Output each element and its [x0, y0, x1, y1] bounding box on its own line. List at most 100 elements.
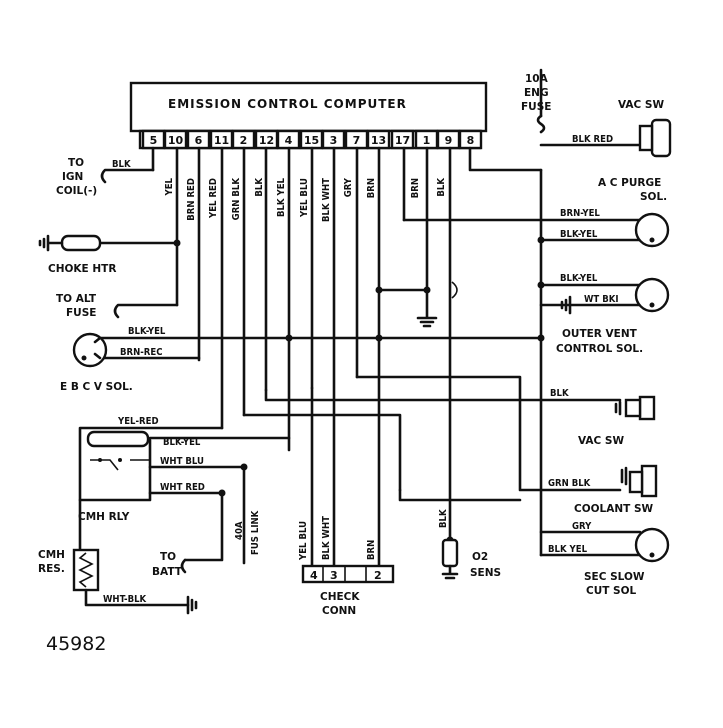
cmh-res-2: RES.	[38, 563, 65, 575]
choke-htr-label: CHOKE HTR	[48, 263, 116, 275]
cmh-relay: YEL-RED BLK-YEL WHT BLU WHT RED CMH RLY …	[78, 416, 291, 565]
wire-label-blk-yel-purge: BLK-YEL	[560, 229, 598, 240]
fuse-label-2: ENG	[524, 87, 549, 99]
wire-label-brn: BRN	[366, 178, 377, 198]
wire-label-o2-blk: BLK	[438, 509, 449, 528]
wire-label-grn-blk: GRN BLK	[231, 178, 242, 221]
wire-label-yel-red-rly: YEL-RED	[117, 416, 159, 427]
wire-label-yel: YEL	[164, 177, 175, 196]
wire-label-wt-bki: WT BKI	[584, 294, 619, 305]
outer-vent-1: OUTER VENT	[562, 328, 638, 340]
ac-purge-solenoid: BRN-YEL BLK-YEL A C PURGE SOL.	[560, 177, 670, 248]
pin-label-12: 12	[259, 134, 274, 147]
wire-label-yel-blu: YEL BLU	[299, 178, 310, 218]
alt-fuse-connection: TO ALT FUSE	[56, 293, 179, 319]
wire-label-blk-yel-vent: BLK-YEL	[560, 273, 598, 284]
vertical-wire-labels: YEL BRN RED YEL RED GRN BLK BLK BLK YEL …	[164, 177, 447, 222]
wire-label-blk-yel: BLK YEL	[276, 177, 287, 217]
vac-switch-mid: BLK VAC SW	[550, 388, 656, 447]
wire-label-blk: BLK	[254, 178, 265, 197]
coolant-sw-label: COOLANT SW	[574, 503, 654, 515]
ac-purge-1: A C PURGE	[598, 177, 661, 189]
wire-label-grn-blk-cool: GRN BLK	[548, 478, 591, 489]
cc-wire-blk-wht: BLK WHT	[321, 516, 332, 560]
to-alt-1: TO ALT	[56, 293, 97, 305]
to-batt-1: TO	[160, 551, 176, 563]
cc-wire-yel-blu: YEL BLU	[298, 521, 309, 561]
ebcv-label: E B C V SOL.	[60, 381, 133, 393]
eng-fuse: 10A ENG FUSE	[521, 68, 551, 134]
pin-label-1: 1	[423, 134, 431, 147]
fus-link-label: FUS LINK	[250, 510, 261, 555]
sec-slow-cut-solenoid: GRY BLK YEL SEC SLOW CUT SOL	[548, 521, 670, 597]
wire-label-blk-red: BLK RED	[572, 134, 613, 145]
wire-label-wht-blu: WHT BLU	[160, 456, 204, 467]
ac-purge-2: SOL.	[640, 191, 667, 203]
pin-label-8: 8	[467, 134, 475, 147]
wire-label-blk-yel-ebcv: BLK-YEL	[128, 326, 166, 337]
sec-slow-1: SEC SLOW	[584, 571, 645, 583]
wire-label-blk-yel-sec: BLK YEL	[548, 544, 588, 555]
wire-label-blk-yel-rly: BLK-YEL	[163, 437, 201, 448]
sec-slow-2: CUT SOL	[586, 585, 637, 597]
pin-label-17: 17	[395, 134, 410, 147]
check-connector: 4 3 2 YEL BLU BLK WHT BRN CHECK CONN	[298, 516, 395, 617]
battery-connection: TO BATT	[152, 551, 187, 578]
to-ign-2: IGN	[62, 171, 83, 183]
right-wire-runs	[242, 168, 642, 557]
pin-label-15: 15	[304, 134, 319, 147]
pin-label-2: 2	[240, 134, 248, 147]
to-ign-3: COIL(-)	[56, 185, 97, 197]
pin-label-13: 13	[371, 134, 386, 147]
outer-vent-solenoid: BLK-YEL WT BKI OUTER VENT CONTROL SOL.	[556, 273, 670, 355]
cc-pin-3: 3	[330, 569, 338, 582]
wire-label-blk-vac: BLK	[550, 388, 569, 399]
o2-label-2: SENS	[470, 567, 501, 579]
pin-label-11: 11	[214, 134, 229, 147]
to-alt-2: FUSE	[66, 307, 96, 319]
pin-wires	[151, 146, 543, 568]
wire-label-gry-sec: GRY	[572, 521, 592, 532]
wire-label-brn-red-ebcv: BRN-REC	[120, 347, 163, 358]
computer-title: EMISSION CONTROL COMPUTER	[168, 97, 407, 111]
o2-sensor: BLK O2 SENS	[438, 509, 501, 580]
wire-label-yel-red: YEL RED	[208, 178, 219, 219]
wire-label-brn-2: BRN	[410, 178, 421, 198]
coolant-switch: GRN BLK COOLANT SW	[548, 464, 658, 515]
pin-label-7: 7	[353, 134, 361, 147]
pin-label-10: 10	[168, 134, 184, 147]
cmh-res-1: CMH	[38, 549, 65, 561]
wire-label-blk-ign: BLK	[112, 159, 131, 170]
to-ign-1: TO	[68, 157, 84, 169]
outer-vent-2: CONTROL SOL.	[556, 343, 643, 355]
cc-wire-brn: BRN	[366, 540, 377, 560]
vac-sw-mid-label: VAC SW	[578, 435, 624, 447]
wire-label-gry: GRY	[343, 177, 354, 197]
pin-label-6: 6	[195, 134, 203, 147]
choke-heater: CHOKE HTR	[38, 234, 181, 275]
check-conn-1: CHECK	[320, 591, 360, 603]
fuse-label-3: FUSE	[521, 101, 551, 113]
check-conn-2: CONN	[322, 605, 356, 617]
to-batt-2: BATT	[152, 566, 183, 578]
wire-label-blk-wht: BLK WHT	[321, 178, 332, 222]
figure-number: 45982	[46, 633, 106, 655]
cc-pin-2: 2	[374, 569, 382, 582]
wire-label-wht-blk: WHT-BLK	[103, 594, 147, 605]
wire-label-brn-yel: BRN-YEL	[560, 208, 600, 219]
pin-box-17	[390, 129, 415, 150]
ign-coil-connection: BLK TO IGN COIL(-)	[56, 157, 155, 197]
wire-label-blk-2: BLK	[436, 178, 447, 197]
pin-label-4: 4	[285, 134, 293, 147]
o2-label-1: O2	[472, 551, 488, 563]
vac-sw-top-label: VAC SW	[618, 99, 664, 111]
pin-label-9: 9	[445, 134, 453, 147]
ebcv-solenoid: BLK-YEL BRN-REC E B C V SOL.	[60, 326, 543, 393]
fuse-label-1: 10A	[525, 73, 549, 85]
pin-label-5: 5	[150, 134, 158, 147]
cmh-resistor: WHT-BLK CMH RES.	[38, 498, 198, 615]
